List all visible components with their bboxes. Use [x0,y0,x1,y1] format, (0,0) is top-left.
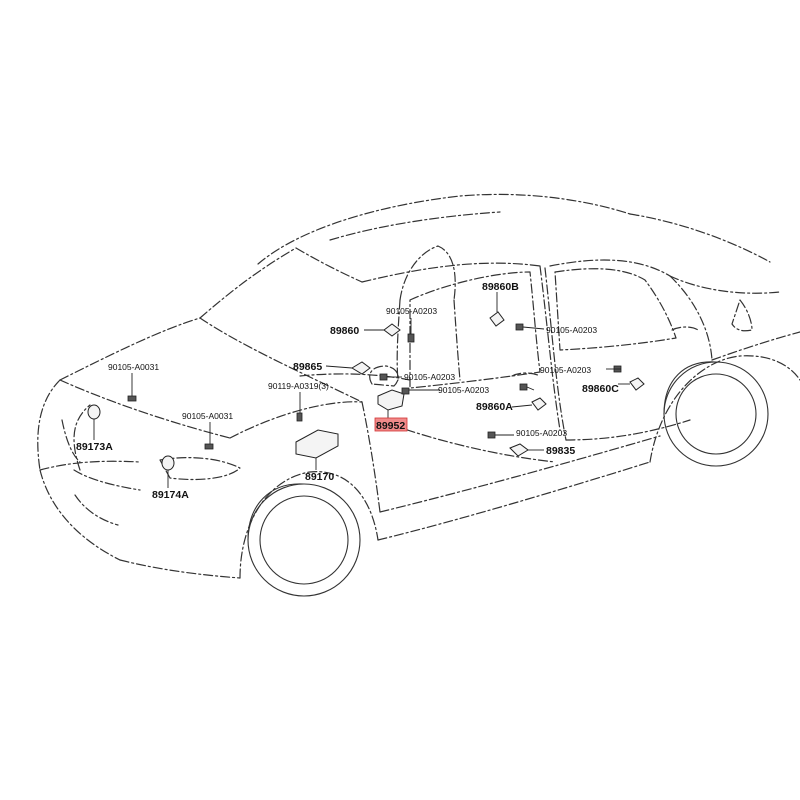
label-bolt-front-1: 90105-A0031 [108,362,159,372]
label-bolt-front-2: 90105-A0031 [182,411,233,421]
label-bolt-ecu: 90119-A0319(3) [268,381,329,391]
label-89865: 89865 [293,361,322,373]
label-bolt-rear-3: 90105-A0203 [516,428,567,438]
part-89860c-shape [629,377,645,391]
bolt-pillar-2-shape [379,373,388,381]
front-wheel [247,483,361,597]
label-89170: 89170 [305,471,334,483]
front-sensor-right [161,455,175,471]
label-89860: 89860 [330,325,359,337]
bolt-ecu-shape [296,412,303,422]
front-sensor-left [87,404,101,420]
bolt-front-1-shape [127,395,137,402]
car-outline [37,193,800,579]
label-89952: 89952 [376,420,405,432]
part-89865-shape [351,361,371,375]
bolt-front-2-shape [204,443,214,450]
bolt-rear-4-shape [487,431,496,439]
label-bolt-rear-2: 90105-A0203 [540,365,591,375]
label-bolt-pillar-1: 90105-A0203 [386,306,437,316]
label-89174a: 89174A [152,489,189,501]
part-labels: 90105-A0031 89173A 90105-A0031 89174A 90… [76,281,619,501]
label-89860b: 89860B [482,281,519,293]
bolt-pillar-3-shape [401,387,410,395]
airbag-ecu [295,429,339,459]
bolt-rear-2-shape [519,383,528,391]
label-bolt-pillar-3: 90105-A0203 [438,385,489,395]
part-89860a-shape [531,397,547,411]
rear-wheel [663,361,769,467]
label-89860a: 89860A [476,401,513,413]
label-bolt-pillar-2: 90105-A0203 [404,372,455,382]
label-89835: 89835 [546,445,575,457]
highlight-box [374,417,408,432]
bolt-rear-1-shape [515,323,524,331]
label-bolt-rear-1: 90105-A0203 [546,325,597,335]
part-89835-shape [509,443,529,457]
label-89173a: 89173A [76,441,113,453]
part-89860-shape [383,323,401,337]
parts [87,311,645,471]
leader-lines [93,292,630,488]
label-89860c: 89860C [582,383,619,395]
bolt-pillar-1-shape [407,333,415,343]
part-89952-shape [377,389,405,411]
part-89860b-shape [489,311,505,327]
